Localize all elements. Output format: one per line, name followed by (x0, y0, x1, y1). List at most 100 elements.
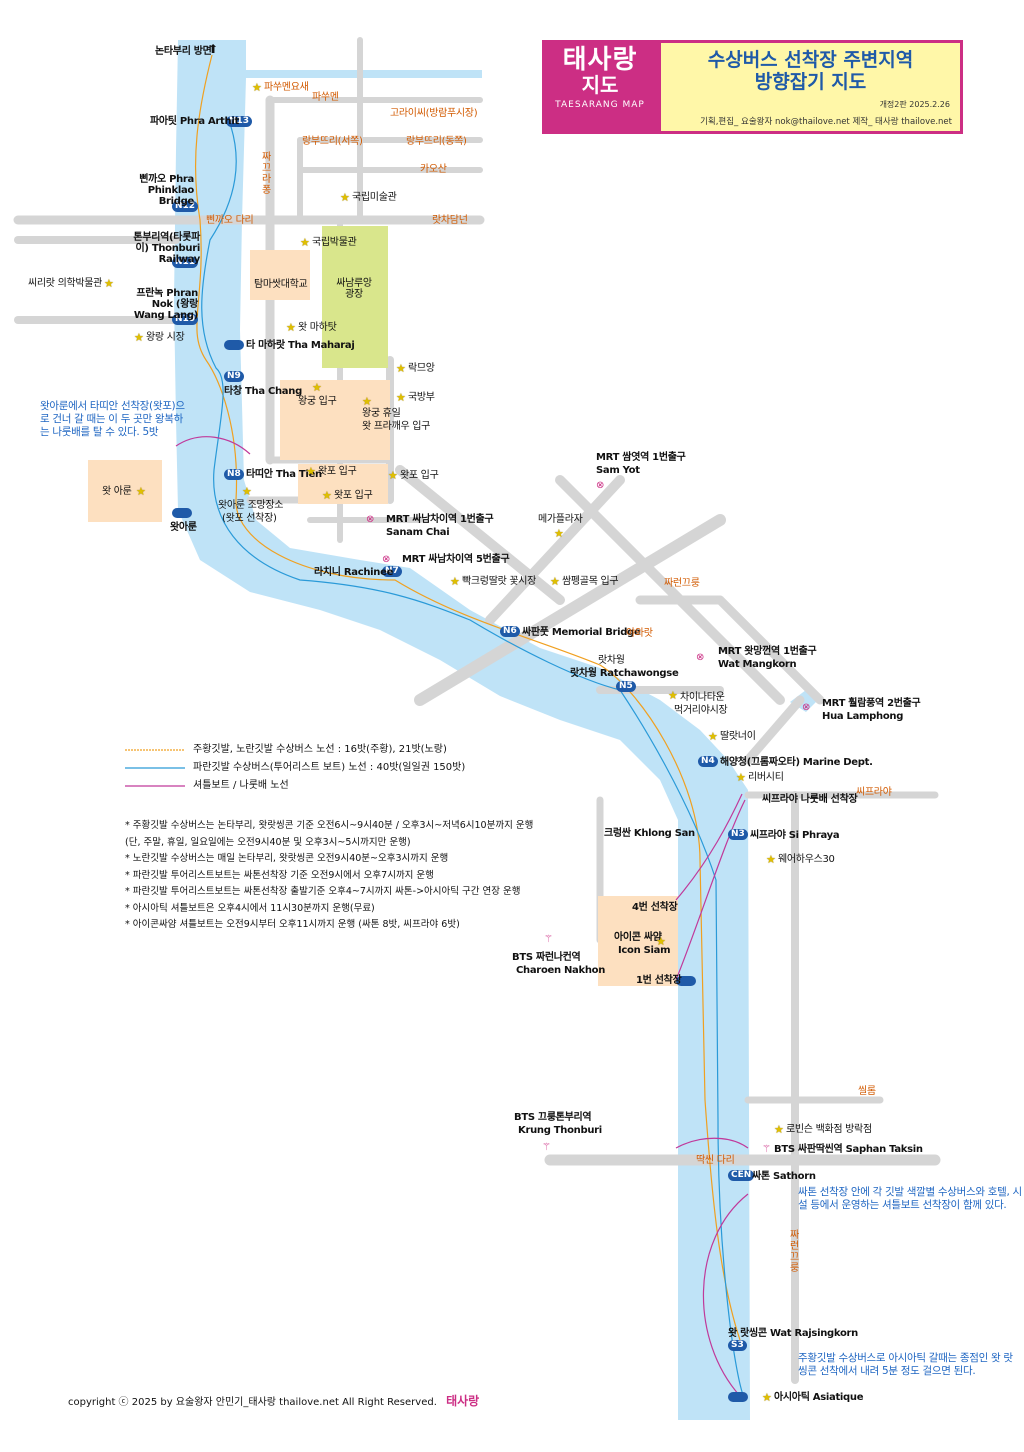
star-icon: ★ (136, 485, 146, 498)
mrt-sanam-chai-1-en: Sanam Chai (386, 527, 450, 538)
wat-pho-zone (298, 464, 388, 504)
north-arrow-icon: ⬆ (208, 42, 218, 56)
wat-arun-view: 왓아룬 조망장소 (218, 500, 284, 511)
route-shuttle-iconsiam (675, 799, 746, 981)
copyright: copyright ⓒ 2025 by 요술왕자 안민기_태사랑 thailov… (68, 1397, 437, 1408)
pier-n7-label: 라치니 Rachinee (314, 567, 394, 578)
road-siphraya: 씨프라야 (856, 787, 892, 798)
pier-s3: S3 (728, 1340, 747, 1351)
pier-n7: N7 (382, 566, 402, 577)
star-icon: ★ (766, 853, 776, 866)
iconsiam-label: 아이콘 싸얌 (614, 932, 662, 943)
pier-n10-label: 프란녹 Phran Nok (왕랑 Wang Lang) (133, 288, 198, 321)
wat-arun-zone (88, 460, 162, 522)
star-icon: ★ (396, 362, 406, 375)
bts-icon: ⚚ (762, 1144, 771, 1155)
pier-n13: N13 (226, 116, 253, 127)
route-shuttle-siphraya (675, 793, 743, 901)
pier-n12-label: 삔까오 Phra Phinklao Bridge (139, 174, 194, 207)
flower-market: 빡크렁딸랏 꽃시장 (462, 576, 537, 587)
brand-english: TAESARANG MAP (555, 100, 645, 110)
national-gallery: 국립미술관 (352, 192, 397, 203)
title-block: 수상버스 선착장 주변지역 방향잡기 지도 개정2판 2025.2.26 기획,… (658, 40, 963, 134)
star-icon: ★ (774, 1123, 784, 1136)
road-pinklao-bridge: 삔까오 다리 (206, 215, 254, 226)
star-icon: ★ (104, 277, 114, 290)
star-icon: ★ (286, 321, 296, 334)
pier-n3: N3 (728, 829, 748, 840)
north-direction: 논타부리 방면 (155, 46, 212, 57)
iconsiam-zone (598, 896, 678, 986)
pier-asiatique-marker (728, 1392, 748, 1402)
route-orange (194, 54, 741, 1341)
star-icon: ★ (306, 465, 316, 478)
boat-routes (175, 54, 749, 1401)
palace-holiday: 왕궁 휴일 (362, 408, 401, 419)
siriraj-museum: 씨리랏 의학박물관 (28, 278, 103, 289)
asiatique-note: 주황깃발 수상버스로 아시아틱 갈때는 종점인 왓 랏씽콘 선착에서 내려 5분… (798, 1352, 1013, 1377)
wat-arun-pier-label: 왓아룬 (170, 522, 197, 533)
brand-block: 태사랑 지도 TAESARANG MAP (542, 40, 658, 134)
road-khaosan: 카오산 (420, 164, 447, 175)
note-line: * 노란깃발 수상버스는 매일 논타부리, 왓랏씽콘 오전9시40분~오후3시까… (125, 853, 449, 864)
star-icon: ★ (668, 689, 678, 702)
pier-n6: N6 (500, 626, 520, 637)
bts-charoen-nakhon: BTS 짜런나컨역 (512, 952, 581, 963)
pier-4-label: 4번 선착장 (632, 902, 678, 913)
star-icon: ★ (450, 575, 460, 588)
wat-arun-label: 왓 아룬 (102, 486, 132, 497)
road-krai-si: 고라이씨(방람푸시장) (390, 108, 478, 119)
footer-brand: 태사랑 (446, 1394, 480, 1408)
legend-shuttle: 셔틀보트 / 나룻배 노선 (193, 780, 289, 791)
mrt-icon: ⊗ (596, 480, 605, 491)
road-charoenkrung: 짜런끄룽 (664, 578, 700, 589)
pier-1-marker (676, 976, 696, 986)
note-line: (단, 주말, 휴일, 일요일에는 오전9시40분 및 오후3시~5시까지만 운… (125, 836, 411, 848)
road-phasumen: 파쑤멘 (312, 92, 339, 103)
title-line2: 방향잡기 지도 (754, 71, 867, 93)
legend-orange: 주황깃발, 노란깃발 수상버스 노선 : 16밧(주황), 21밧(노랑) (193, 744, 447, 755)
lat-chawong: 랏차웡 (598, 655, 625, 666)
wat-arun-view-sub: (왓포 선착장) (222, 513, 277, 524)
asiatique-label: 아시아틱 Asiatique (774, 1392, 864, 1403)
star-icon: ★ (134, 331, 144, 344)
bts-icon: ⚚ (542, 1142, 551, 1153)
sampheng-lane: 쌈펭골목 입구 (562, 576, 619, 587)
sathorn-note: 싸톤 선착장 안에 각 깃발 색깔별 수상버스와 호텔, 시설 등에서 운영하는… (798, 1186, 1022, 1211)
pier-n11: N11 (172, 257, 199, 268)
mrt-icon: ⊗ (382, 554, 391, 565)
warehouse-30: 웨어하우스30 (778, 854, 835, 865)
pier-n11-label: 톤부리역(타롯파이) Thonburi Railway (133, 232, 200, 265)
star-icon: ★ (300, 236, 310, 249)
road-rambuttri-east: 랑부뜨리(동쪽) (406, 136, 467, 147)
footer: copyright ⓒ 2025 by 요술왕자 안민기_태사랑 thailov… (68, 1392, 479, 1409)
pier-cen: CEN (728, 1170, 755, 1181)
route-shuttle-wat-arun (175, 436, 251, 455)
star-icon: ★ (362, 395, 372, 408)
road-silom: 씰롬 (858, 1086, 876, 1097)
star-icon: ★ (252, 81, 262, 94)
road-charoenkrung-south: 짜런끄룽 (790, 1230, 799, 1274)
mrt-sanam-chai-1: MRT 싸남차이역 1번출구 (386, 514, 494, 525)
chinatown: 차이나타운 (680, 692, 725, 703)
defense-ministry: 국방부 (408, 392, 435, 403)
pier-s3-label: 왓 랏씽콘 Wat Rajsingkorn (728, 1328, 858, 1339)
note-line: * 아시아틱 셔틀보트은 오후4시에서 11시30분까지 운행(무료) (125, 902, 375, 914)
pier-n6-label: 싸판풋 Memorial Bridge (522, 627, 641, 638)
pier-n5: N5 (616, 681, 636, 692)
mega-plaza: 메가플라자 (538, 514, 583, 525)
thammasat-univ: 탐마쌋대학교 (254, 279, 308, 290)
star-icon: ★ (550, 575, 560, 588)
wat-pho-gate-3: 왓포 입구 (334, 490, 373, 501)
chinatown-night-market: 먹거리야시장 (674, 705, 728, 716)
pier-tha-maharaj-marker (224, 340, 244, 350)
pier-cen-label: 싸톤 Sathorn (752, 1171, 816, 1182)
wat-pho-gate-1: 왓포 입구 (318, 466, 357, 477)
star-icon: ★ (554, 527, 564, 540)
route-blue (201, 117, 746, 1401)
pier-n12: N12 (172, 201, 199, 212)
tha-maharaj-label: 타 마하랏 Tha Maharaj (246, 340, 355, 351)
pier-n9: N9 (224, 371, 244, 382)
pier-n3-label: 씨프라야 Si Phraya (750, 830, 840, 841)
